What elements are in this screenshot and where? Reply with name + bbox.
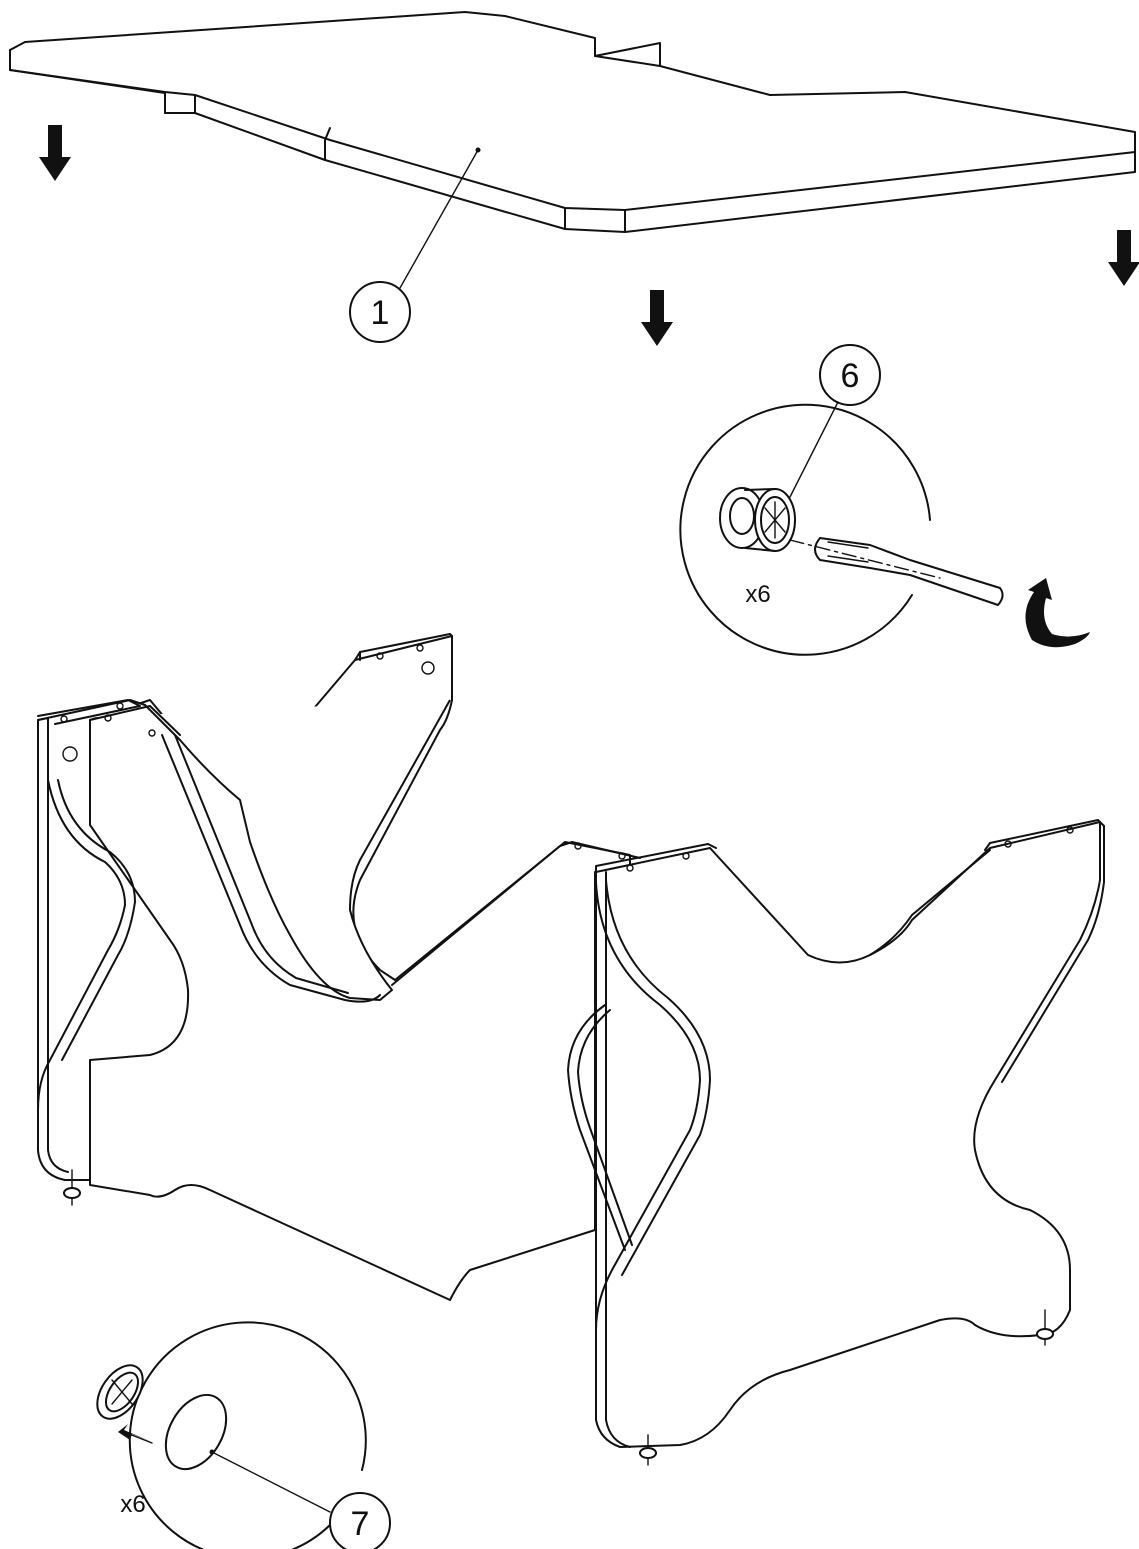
callout-part-6-label: 6 (841, 357, 860, 395)
callout-part-7: 7 (329, 1492, 391, 1549)
callout-part-7-label: 7 (351, 1505, 370, 1543)
cover-cap-quantity: x6 (120, 1491, 145, 1518)
callout-part-6: 6 (819, 344, 881, 406)
rotate-clockwise-icon (1025, 578, 1090, 648)
back-rail (391, 841, 641, 986)
cam-lock-detail: x6 (679, 401, 1090, 656)
callout-part-1-label: 1 (371, 294, 390, 332)
cover-cap-detail: x6 (96, 1321, 367, 1549)
cover-cap-icon (164, 1394, 228, 1470)
screwdriver-icon (789, 537, 1004, 606)
down-arrow-icon (1108, 230, 1139, 286)
insert-arrow-icon (118, 1424, 152, 1442)
down-arrow-icon (39, 125, 71, 181)
cam-lock-quantity: x6 (745, 581, 770, 608)
left-leg-panel (37, 633, 631, 1301)
desktop-panel (9, 11, 1136, 289)
cam-lock-icon (96, 1364, 144, 1420)
down-arrow-icon (641, 290, 673, 346)
right-leg-panel (567, 819, 1105, 1466)
cam-lock-icon (719, 487, 796, 552)
callout-part-1: 1 (349, 281, 411, 343)
